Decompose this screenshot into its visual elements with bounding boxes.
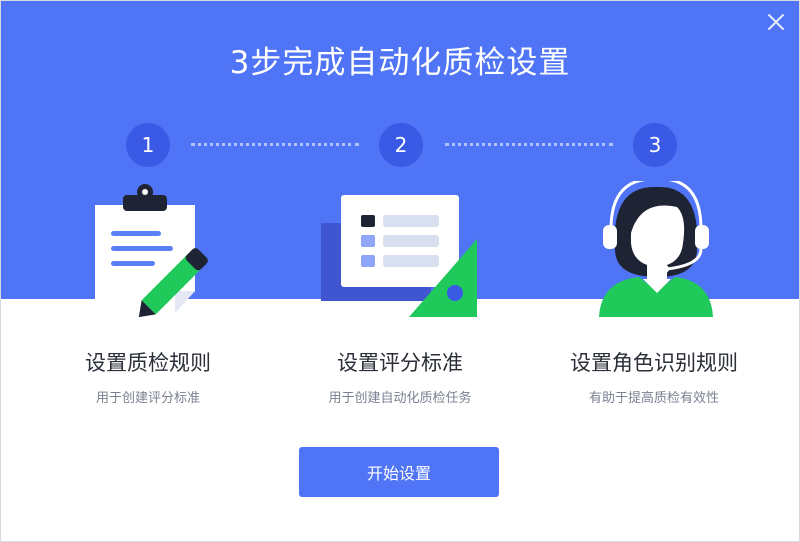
step-2-subtitle: 用于创建自动化质检任务 xyxy=(328,391,472,406)
start-setup-button[interactable]: 开始设置 xyxy=(299,447,499,497)
agent-headset-icon xyxy=(599,181,713,317)
step-connector-2 xyxy=(445,143,613,146)
step-1-subtitle: 用于创建评分标准 xyxy=(95,391,200,406)
close-icon[interactable] xyxy=(765,11,787,33)
step-1-title: 设置质检规则 xyxy=(85,351,211,375)
step-number-1: 1 xyxy=(126,123,170,167)
step-number-2: 2 xyxy=(379,123,423,167)
form-ruler-icon xyxy=(321,195,477,317)
step-number-3: 3 xyxy=(633,123,677,167)
step-2-title: 设置评分标准 xyxy=(337,351,463,375)
step-3-title: 设置角色识别规则 xyxy=(570,351,738,375)
step-connector-1 xyxy=(191,143,359,146)
step-3-subtitle: 有助于提高质检有效性 xyxy=(588,391,719,406)
clipboard-pencil-icon xyxy=(95,184,208,318)
dialog-title: 3步完成自动化质检设置 xyxy=(229,45,571,81)
